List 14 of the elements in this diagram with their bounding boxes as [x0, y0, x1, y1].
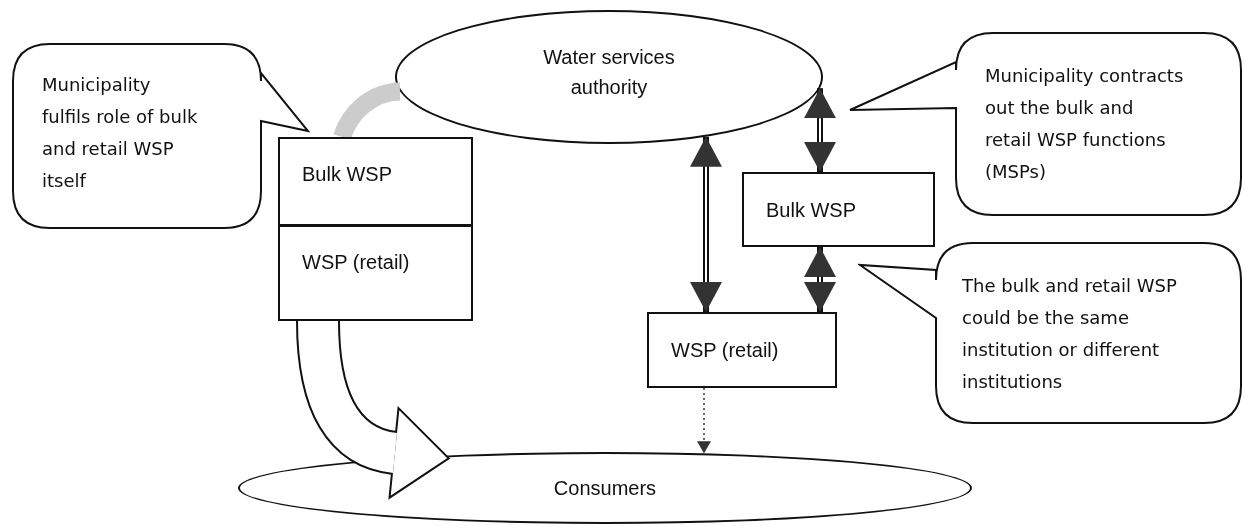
ellipse-label: Water services authority: [542, 45, 676, 100]
box-label: WSP (retail): [671, 338, 779, 363]
ellipse-label: Consumers: [553, 476, 657, 501]
speech-bubble: [858, 242, 1242, 424]
box-label: Bulk WSP: [766, 197, 857, 223]
process-box: [742, 172, 935, 247]
box-label: Bulk WSP: [302, 162, 394, 187]
callout-text: Municipality fulfils role of bulk and retail WSP itself: [42, 73, 199, 193]
process-box: [278, 137, 473, 226]
box-label: WSP (retail): [302, 250, 411, 275]
callout-text: The bulk and retail WSP could be the same institution or different institutions: [962, 274, 1178, 394]
process-box: [278, 225, 473, 321]
callout-text: Municipality contracts out the bulk and retail WSP functions (MSPs): [985, 64, 1185, 184]
process-box: [647, 312, 837, 388]
